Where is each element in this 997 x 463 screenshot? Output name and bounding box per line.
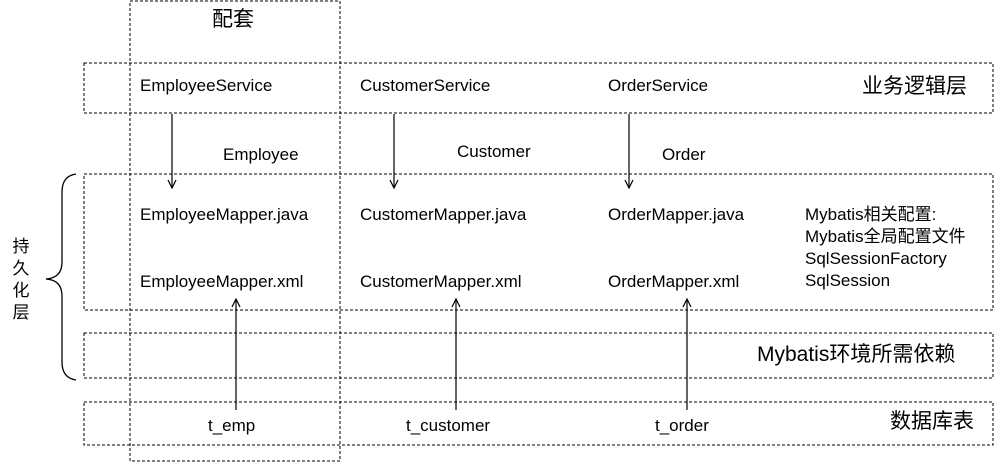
env-layer-box — [83, 332, 994, 379]
env-layer-label: Mybatis环境所需依赖 — [757, 343, 956, 366]
config-global-file: Mybatis全局配置文件 — [805, 227, 966, 246]
config-session: SqlSession — [805, 271, 891, 290]
persistence-layer-label: 持久化层 — [12, 237, 30, 322]
order-mapper-xml: OrderMapper.xml — [608, 272, 740, 291]
order-service: OrderService — [608, 76, 709, 95]
order-mapper-java: OrderMapper.java — [608, 205, 745, 224]
service-layer-label: 业务逻辑层 — [862, 75, 967, 98]
config-heading: Mybatis相关配置: — [805, 205, 937, 224]
customer-entity: Customer — [457, 142, 531, 161]
customer-mapper-xml: CustomerMapper.xml — [360, 272, 522, 291]
table-emp: t_emp — [208, 416, 256, 435]
employee-service: EmployeeService — [140, 76, 273, 95]
employee-entity: Employee — [223, 145, 299, 164]
table-order: t_order — [655, 416, 709, 435]
db-layer-box — [83, 401, 994, 446]
table-customer: t_customer — [406, 416, 491, 435]
customer-service: CustomerService — [360, 76, 491, 95]
employee-mapper-java: EmployeeMapper.java — [140, 205, 309, 224]
service-layer-box — [83, 62, 994, 114]
customer-mapper-java: CustomerMapper.java — [360, 205, 527, 224]
config-session-factory: SqlSessionFactory — [805, 249, 947, 268]
matching-column-box — [129, 0, 341, 462]
employee-mapper-xml: EmployeeMapper.xml — [140, 272, 304, 291]
db-layer-label: 数据库表 — [890, 410, 974, 433]
persistence-layer-box — [83, 173, 994, 311]
order-entity: Order — [662, 145, 706, 164]
persistence-brace — [45, 173, 77, 381]
matching-label: 配套 — [212, 8, 254, 31]
